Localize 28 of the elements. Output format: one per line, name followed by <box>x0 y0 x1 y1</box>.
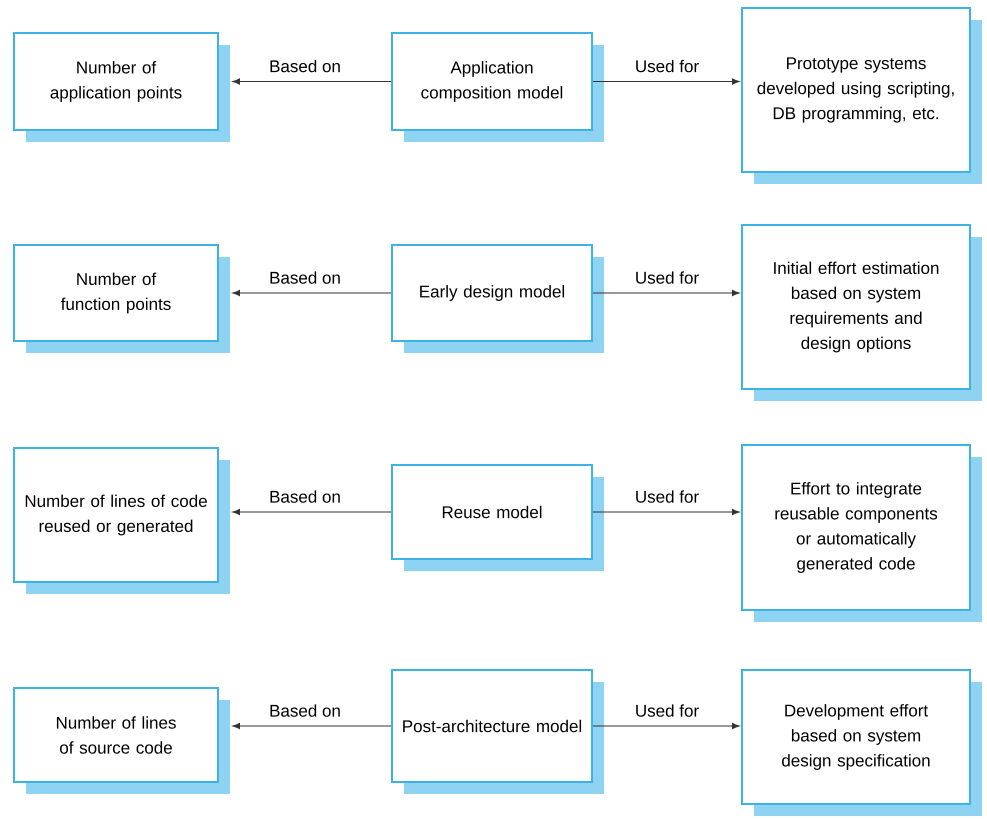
edge-label: Based on <box>268 270 342 285</box>
arrow <box>592 508 740 516</box>
arrow <box>592 290 740 296</box>
arrow <box>232 290 392 296</box>
edge-label: Used for <box>634 489 700 504</box>
output-box: Effort to integrate reusable components or automatically generated code <box>741 444 982 622</box>
edge-label: Based on <box>268 703 342 718</box>
output-box: Initial effort estimation based on system requirements and design options <box>741 224 982 401</box>
edge-label: Used for <box>634 270 700 285</box>
input-box: Number of function points <box>13 244 230 353</box>
arrow <box>592 722 740 730</box>
output-box: Development effort based on system design specification <box>741 669 982 816</box>
output-box: Prototype systems developed using scripting, DB programming, etc. <box>741 7 982 184</box>
model-box: Post-architecture model <box>391 669 604 794</box>
edge-label: Based on <box>268 489 342 504</box>
edge-label: Based on <box>268 58 342 74</box>
input-box: Number of lines of code reused or generated <box>13 447 230 594</box>
input-box: Number of lines of source code <box>13 687 230 794</box>
edge-label: Used for <box>634 703 700 718</box>
edge-label: Used for <box>634 58 700 74</box>
arrow <box>592 78 740 85</box>
arrow <box>232 722 392 730</box>
model-box: Application composition model <box>391 32 604 142</box>
model-box: Reuse model <box>391 464 604 571</box>
input-box: Number of application points <box>13 32 230 142</box>
arrow <box>232 78 392 85</box>
model-box: Early design model <box>391 244 604 353</box>
arrow <box>232 508 392 516</box>
